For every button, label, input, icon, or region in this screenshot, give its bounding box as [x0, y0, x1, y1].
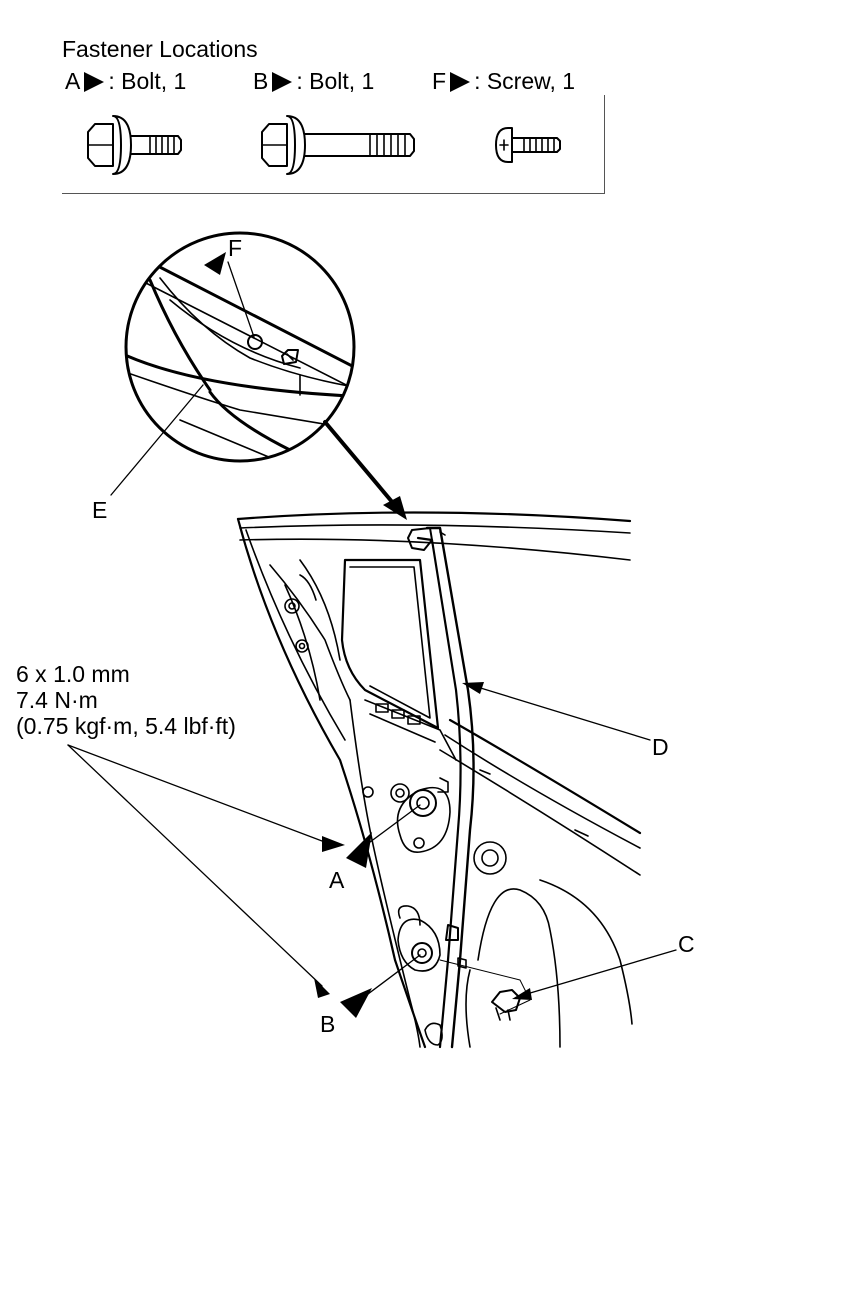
callout-e-leader — [110, 384, 204, 496]
callout-a: A — [329, 867, 345, 893]
legend-text-a: : Bolt, 1 — [108, 68, 187, 94]
detail-connector-leader — [323, 420, 395, 505]
callout-f-arrowhead — [204, 252, 226, 275]
spec-leader-b — [67, 744, 323, 987]
callout-f-leader — [227, 261, 255, 338]
detail-connector-arrowhead — [383, 496, 407, 520]
pillar-garnish — [407, 526, 475, 1049]
callout-c-leader — [519, 949, 677, 997]
bolt-b-marker — [340, 988, 372, 1018]
legend-item-a: A : Bolt, 1 — [65, 68, 186, 94]
spec-leader-a — [67, 744, 331, 845]
legend-key-b: B — [253, 68, 269, 94]
bolt-b-icon — [261, 115, 415, 175]
spec-leader-arrow-b — [314, 978, 330, 998]
callout-d-leader — [473, 685, 651, 741]
spec-size: 6 x 1.0 mm — [16, 661, 130, 687]
fastener-arrow-icon — [84, 72, 105, 92]
spec-torque-alt: (0.75 kgf·m, 5.4 lbf·ft) — [16, 713, 236, 739]
legend-text-b: : Bolt, 1 — [296, 68, 375, 94]
callout-c-arrowhead — [512, 988, 532, 1000]
bolt-b-leader — [359, 954, 421, 1001]
clip-c-icon — [439, 959, 531, 1021]
callout-d-arrowhead — [462, 682, 484, 694]
screw-f-icon — [495, 127, 561, 163]
bolt-a-icon — [87, 115, 182, 175]
bolt-a-leader — [365, 804, 421, 846]
legend-key-a: A — [65, 68, 81, 94]
callout-c: C — [678, 931, 695, 957]
callout-e: E — [92, 497, 108, 523]
legend-key-f: F — [432, 68, 447, 94]
spec-leader-arrow-a — [322, 836, 345, 852]
callout-f: F — [228, 235, 243, 261]
legend-frame — [62, 95, 605, 194]
bolt-a-marker — [346, 832, 372, 868]
legend-item-b: B : Bolt, 1 — [253, 68, 374, 94]
fastener-arrow-icon — [450, 72, 471, 92]
legend-text-f: : Screw, 1 — [474, 68, 576, 94]
callout-d: D — [652, 734, 669, 760]
legend-title: Fastener Locations — [62, 36, 258, 62]
spec-torque-nm: 7.4 N·m — [16, 687, 98, 713]
door-body — [236, 511, 642, 1049]
fastener-arrow-icon — [272, 72, 293, 92]
detail-magnifier — [124, 231, 356, 463]
callout-b: B — [320, 1011, 336, 1037]
legend-item-f: F : Screw, 1 — [432, 68, 575, 94]
